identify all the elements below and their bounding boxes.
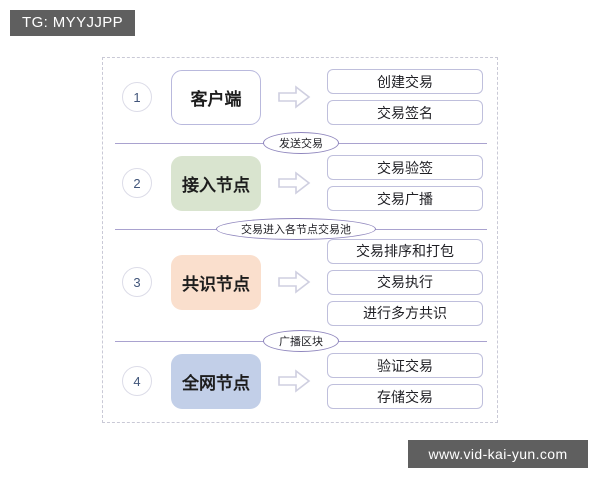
step-number-4: 4 <box>122 366 152 396</box>
list-item: 创建交易 <box>327 69 483 94</box>
item-list-client: 创建交易 交易签名 <box>327 69 483 125</box>
list-item: 验证交易 <box>327 353 483 378</box>
list-item: 交易排序和打包 <box>327 238 483 264</box>
list-item: 交易执行 <box>327 269 483 295</box>
step-number-2: 2 <box>122 168 152 198</box>
flow-row-network-node: 4 全网节点 验证交易 存储交易 <box>103 350 499 412</box>
item-list-consensus-node: 交易排序和打包 交易执行 进行多方共识 <box>327 238 483 326</box>
list-item: 交易签名 <box>327 100 483 125</box>
actor-client: 客户端 <box>171 69 261 125</box>
flow-row-consensus-node: 3 共识节点 交易排序和打包 交易执行 进行多方共识 <box>103 238 499 326</box>
arrow-right-icon <box>277 82 311 112</box>
divider-enter-tx-pool: 交易进入各节点交易池 <box>103 218 499 240</box>
list-item: 交易验签 <box>327 155 483 180</box>
divider-label-bubble: 发送交易 <box>263 132 339 154</box>
list-item: 进行多方共识 <box>327 300 483 326</box>
step-number-1: 1 <box>122 82 152 112</box>
arrow-right-icon <box>277 168 311 198</box>
list-item: 存储交易 <box>327 384 483 409</box>
top-watermark-badge: TG: MYYJJPP <box>10 10 136 36</box>
list-item: 交易广播 <box>327 186 483 211</box>
arrow-right-icon <box>277 267 311 297</box>
bottom-watermark-badge: www.vid-kai-yun.com <box>408 440 588 468</box>
flow-row-client: 1 客户端 创建交易 交易签名 <box>103 66 499 128</box>
divider-send-transaction: 发送交易 <box>103 132 499 154</box>
actor-access-node: 接入节点 <box>171 155 261 211</box>
flow-row-access-node: 2 接入节点 交易验签 交易广播 <box>103 152 499 214</box>
actor-network-node: 全网节点 <box>171 353 261 409</box>
actor-consensus-node: 共识节点 <box>171 254 261 310</box>
item-list-network-node: 验证交易 存储交易 <box>327 353 483 409</box>
divider-label-bubble: 广播区块 <box>263 330 339 352</box>
step-number-3: 3 <box>122 267 152 297</box>
divider-broadcast-block: 广播区块 <box>103 330 499 352</box>
item-list-access-node: 交易验签 交易广播 <box>327 155 483 211</box>
blockchain-transaction-flow-diagram: 1 客户端 创建交易 交易签名 发送交易 2 接入节点 交易验签 交易广播 <box>102 57 498 423</box>
arrow-right-icon <box>277 366 311 396</box>
divider-label-bubble: 交易进入各节点交易池 <box>216 218 376 240</box>
